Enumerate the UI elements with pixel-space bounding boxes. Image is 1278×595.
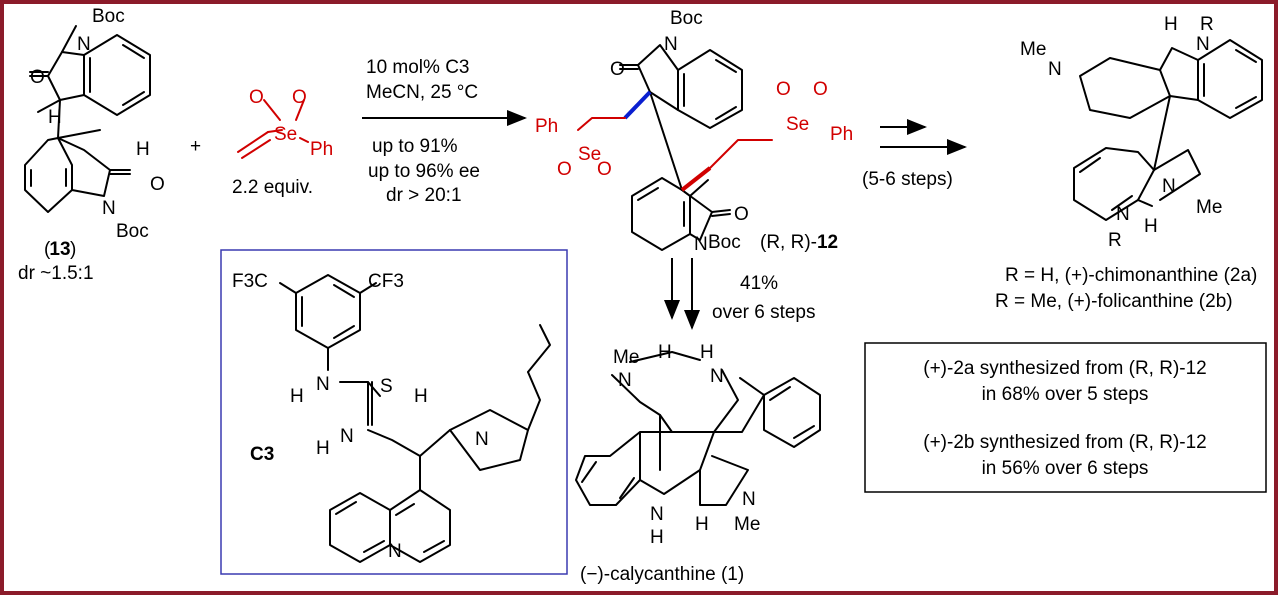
atom-h: H	[316, 438, 330, 459]
atom-h: H	[414, 386, 428, 407]
condition-solvent: MeCN, 25 °C	[366, 82, 478, 103]
label-paren-close: )	[70, 239, 76, 260]
catalyst-c3-structure	[279, 274, 551, 563]
atom-se-red: Se	[786, 114, 809, 135]
summary-line-2: in 68% over 5 steps	[982, 384, 1149, 405]
compound-13-dr: dr ~1.5:1	[18, 263, 94, 284]
selenone-equiv: 2.2 equiv.	[232, 177, 313, 198]
atom-n: N	[650, 504, 664, 525]
calycanthine-steps: over 6 steps	[712, 302, 816, 323]
summary-line-3: (+)-2b synthesized from (R, R)-12	[923, 432, 1207, 453]
condition-catalyst: 10 mol% C3	[366, 57, 470, 78]
group-ph-red: Ph	[830, 124, 853, 145]
atom-boc: Boc	[708, 232, 741, 253]
catalyst-label: C3	[250, 444, 274, 465]
atom-me: Me	[1020, 39, 1046, 60]
chimonanthine-structure	[1073, 39, 1263, 221]
chimonanthine-label: R = H, (+)-chimonanthine (2a)	[1005, 265, 1257, 286]
atom-h: H	[1144, 216, 1158, 237]
atom-h: H	[1164, 14, 1178, 35]
summary-line-1: (+)-2a synthesized from (R, R)-12	[923, 358, 1207, 379]
atom-n: N	[1116, 204, 1130, 225]
calycanthine-structure	[575, 351, 821, 506]
compound-13-structure	[24, 25, 151, 213]
atom-o: O	[30, 67, 45, 88]
atom-o-red: O	[813, 79, 828, 100]
atom-o-red: O	[557, 159, 572, 180]
atom-n: N	[618, 370, 632, 391]
summary-line-4: in 56% over 6 steps	[982, 458, 1149, 479]
atom-cf3: CF3	[368, 271, 404, 292]
condition-dr: dr > 20:1	[386, 185, 462, 206]
compound-13-label: 13	[49, 239, 70, 260]
atom-me: Me	[734, 514, 760, 535]
atom-r: R	[1108, 230, 1122, 251]
compound-12-number: 12	[817, 232, 838, 253]
atom-h: H	[290, 386, 304, 407]
atom-o-red: O	[776, 79, 791, 100]
atom-o: O	[610, 59, 625, 80]
plus-sign: +	[190, 136, 201, 157]
atom-n: N	[1162, 176, 1176, 197]
calycanthine-label: (−)-calycanthine (1)	[580, 564, 744, 585]
atom-se-red: Se	[274, 124, 297, 145]
compound-12-structure	[577, 44, 773, 251]
vinyl-selenone-structure	[237, 99, 309, 159]
atom-o: O	[734, 204, 749, 225]
atom-h: H	[650, 527, 664, 548]
atom-h: H	[700, 342, 714, 363]
atom-boc: Boc	[670, 8, 703, 29]
compound-12-stereo: (R, R)-	[760, 232, 817, 253]
atom-n: N	[340, 426, 354, 447]
steps-to-chimonanthine: (5-6 steps)	[862, 169, 953, 190]
atom-me: Me	[1196, 197, 1222, 218]
atom-me: Me	[613, 347, 639, 368]
atom-f3c: F3C	[232, 271, 268, 292]
atom-se-red: Se	[578, 144, 601, 165]
atom-n: N	[388, 541, 402, 562]
folicanthine-label: R = Me, (+)-folicanthine (2b)	[995, 291, 1233, 312]
group-ph-red: Ph	[310, 139, 333, 160]
summary-box	[864, 342, 1267, 493]
catalyst-box	[220, 249, 568, 575]
label-paren-open: (	[44, 239, 51, 260]
condition-yield: up to 91%	[372, 136, 458, 157]
atom-o-red: O	[249, 87, 264, 108]
atom-h: H	[658, 342, 672, 363]
atom-h: H	[695, 514, 709, 535]
atom-r: R	[1200, 14, 1214, 35]
atom-n: N	[77, 34, 91, 55]
atom-boc: Boc	[92, 6, 125, 27]
atom-n: N	[102, 198, 116, 219]
atom-h: H	[48, 107, 62, 128]
condition-catalyst-text: 10 mol% C3	[366, 57, 470, 78]
atom-o: O	[150, 174, 165, 195]
atom-s: S	[380, 376, 393, 397]
atom-n: N	[316, 374, 330, 395]
atom-n: N	[742, 489, 756, 510]
atom-n: N	[475, 429, 489, 450]
condition-ee: up to 96% ee	[368, 161, 480, 182]
atom-n: N	[710, 366, 724, 387]
atom-n: N	[694, 234, 708, 255]
atom-n: N	[1048, 59, 1062, 80]
atom-boc: Boc	[116, 221, 149, 242]
atom-n: N	[1196, 34, 1210, 55]
atom-n: N	[664, 34, 678, 55]
group-ph-red: Ph	[535, 116, 558, 137]
calycanthine-yield: 41%	[740, 273, 778, 294]
atom-o-red: O	[597, 159, 612, 180]
compound-12-label: (R, R)-12	[760, 232, 838, 253]
atom-o-red: O	[292, 87, 307, 108]
atom-h: H	[136, 139, 150, 160]
